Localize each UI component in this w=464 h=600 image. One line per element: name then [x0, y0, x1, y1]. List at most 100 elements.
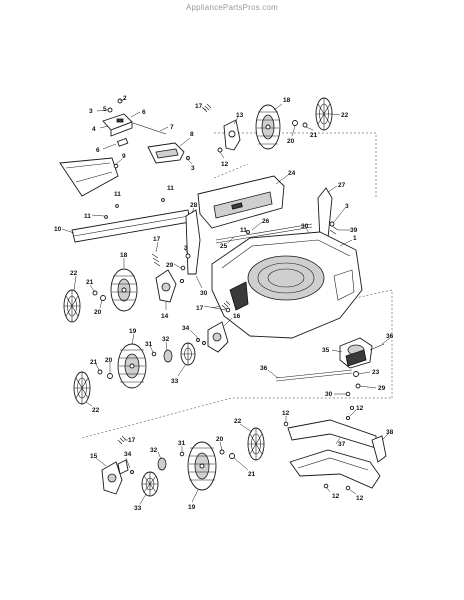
callout-36: 36 — [260, 365, 268, 372]
callout-19: 19 — [188, 504, 196, 511]
callout-9: 9 — [122, 153, 126, 160]
spring-mid — [151, 241, 161, 267]
callout-19: 19 — [129, 328, 137, 335]
callout-32: 32 — [162, 336, 170, 343]
callout-29: 29 — [166, 262, 174, 269]
callout-16: 16 — [233, 313, 241, 320]
callout-3: 3 — [89, 108, 93, 115]
callout-5: 5 — [103, 106, 107, 113]
callout-39: 39 — [350, 227, 358, 234]
callout-21: 21 — [310, 132, 318, 139]
callout-20: 20 — [216, 436, 224, 443]
callout-27: 27 — [338, 182, 346, 189]
callout-17: 17 — [195, 103, 203, 110]
callout-37: 37 — [338, 441, 346, 448]
hubcap-rear-left — [73, 362, 113, 407]
hubcap-top-right — [291, 97, 341, 137]
callout-32: 32 — [150, 447, 158, 454]
callout-11: 11 — [84, 213, 91, 220]
wheel-left-front — [110, 258, 138, 312]
rear-chute-door — [147, 137, 193, 165]
callout-24: 24 — [288, 170, 296, 177]
callout-17: 17 — [153, 236, 161, 243]
callout-30: 30 — [200, 290, 208, 297]
handle-bracket-assembly — [96, 98, 169, 150]
callout-23: 23 — [372, 369, 380, 376]
callout-36: 36 — [386, 333, 394, 340]
mower-deck — [203, 231, 363, 339]
callout-12: 12 — [332, 493, 340, 500]
rear-deck-cover — [197, 174, 289, 229]
drive-gear-lower — [117, 451, 167, 505]
region-lower-left — [81, 397, 392, 439]
callout-21: 21 — [248, 471, 256, 478]
callout-8: 8 — [190, 131, 194, 138]
callout-20: 20 — [287, 138, 295, 145]
callout-17: 17 — [196, 305, 204, 312]
callout-22: 22 — [70, 270, 78, 277]
callout-22: 22 — [92, 407, 100, 414]
callout-12: 12 — [356, 405, 364, 412]
callout-6: 6 — [96, 147, 100, 154]
callout-30: 30 — [301, 223, 309, 230]
callout-12: 12 — [221, 161, 229, 168]
callout-26: 26 — [262, 218, 270, 225]
callout-18: 18 — [120, 252, 128, 259]
callout-17: 17 — [128, 437, 136, 444]
callout-31: 31 — [178, 440, 186, 447]
wheel-rear-left — [117, 333, 147, 389]
callout-3: 3 — [184, 245, 188, 252]
callout-20: 20 — [105, 357, 113, 364]
wheel-top-right — [255, 103, 283, 150]
callout-11: 11 — [167, 185, 174, 192]
callout-34: 34 — [124, 451, 132, 458]
wheel-rear-right — [187, 441, 217, 503]
callout-12: 12 — [282, 410, 290, 417]
callout-33: 33 — [134, 505, 142, 512]
callout-7: 7 — [170, 124, 174, 131]
axle-hardware-lower — [179, 441, 249, 471]
watermark: AppliancePartsPros.com — [186, 3, 278, 12]
callout-3: 3 — [191, 165, 195, 172]
rear-axle — [215, 221, 313, 244]
callout-30: 30 — [325, 391, 333, 398]
callout-14: 14 — [161, 313, 169, 320]
height-adjuster-front — [201, 103, 241, 159]
callout-4: 4 — [92, 126, 96, 133]
callout-13: 13 — [236, 112, 244, 119]
pivot-bracket-lower — [95, 435, 128, 495]
hubcap-rear-right — [239, 423, 265, 461]
transmission-assembly — [267, 337, 391, 411]
callout-12: 12 — [356, 495, 364, 502]
callout-34: 34 — [182, 325, 190, 332]
chute-deflector — [59, 157, 123, 197]
callout-3: 3 — [345, 203, 349, 210]
callout-25: 25 — [220, 243, 228, 250]
callout-20: 20 — [94, 309, 102, 316]
drive-gear-upper — [149, 341, 196, 377]
callout-21: 21 — [90, 359, 98, 366]
callout-31: 31 — [145, 341, 153, 348]
callout-10: 10 — [54, 226, 62, 233]
callout-29: 29 — [378, 385, 386, 392]
callout-11: 11 — [240, 227, 247, 234]
rear-pivot-bracket — [189, 300, 233, 353]
callout-2: 2 — [123, 95, 127, 102]
callout-21: 21 — [86, 279, 94, 286]
callout-33: 33 — [171, 378, 179, 385]
callout-15: 15 — [90, 453, 98, 460]
hubcap-left-front — [63, 275, 106, 323]
callout-1: 1 — [353, 235, 357, 242]
callout-18: 18 — [283, 97, 291, 104]
callout-35: 35 — [322, 347, 330, 354]
callout-38: 38 — [386, 429, 394, 436]
region-right-wheel — [213, 163, 249, 179]
callout-6: 6 — [142, 109, 146, 116]
height-adjuster-rear — [173, 207, 203, 289]
side-discharge-cover — [283, 409, 389, 495]
callout-11: 11 — [114, 191, 121, 198]
rear-guard — [61, 198, 191, 243]
callout-28: 28 — [190, 202, 198, 209]
